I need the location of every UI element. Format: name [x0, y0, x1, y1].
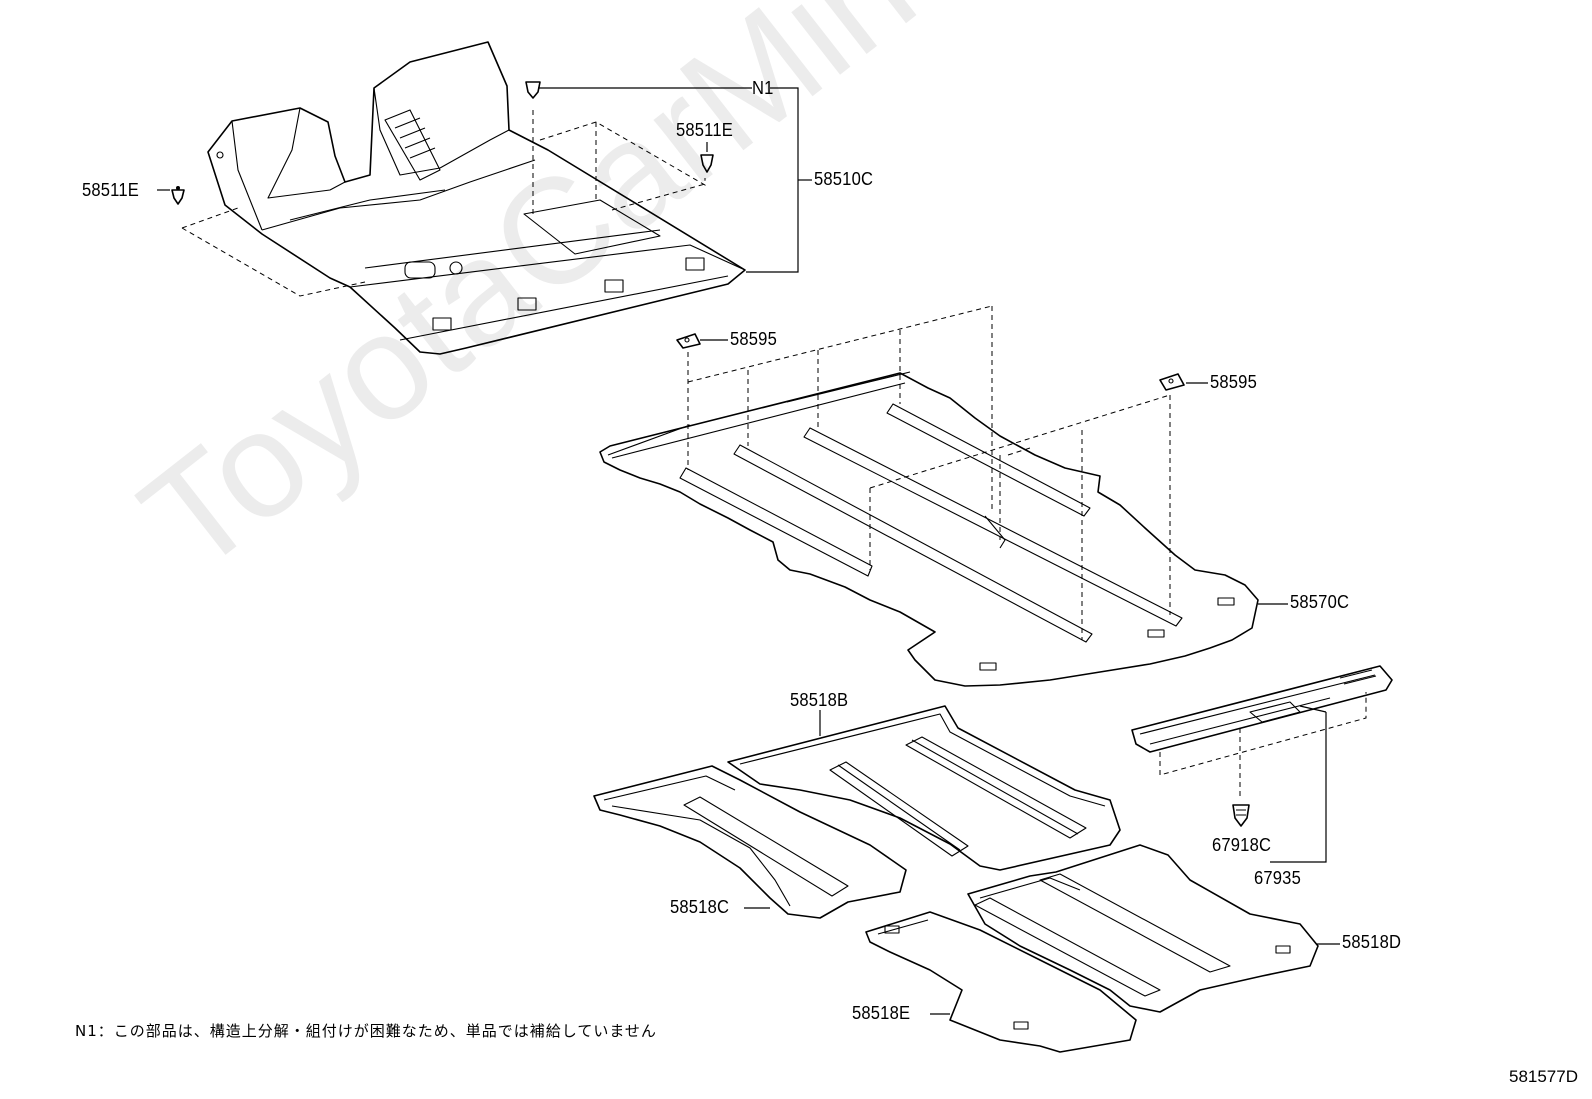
callout-58518e[interactable]: 58518E — [852, 1003, 911, 1023]
callout-n1[interactable]: N1 — [752, 78, 774, 98]
clip-67918c[interactable] — [1232, 804, 1250, 827]
floor-panel-58518b[interactable] — [727, 705, 1121, 871]
floor-panel-58518e[interactable] — [865, 911, 1137, 1053]
callout-58518b[interactable]: 58518B — [790, 690, 849, 710]
figure-code: 581577D — [1508, 1067, 1578, 1086]
rear-floor-carpet-part[interactable] — [599, 371, 1259, 687]
callout-67918c[interactable]: 67918C — [1212, 835, 1272, 855]
floor-panel-58518c[interactable] — [593, 765, 907, 919]
front-floor-carpet-part[interactable] — [207, 41, 746, 355]
clip-58595-right[interactable] — [1159, 373, 1185, 391]
callout-58518d[interactable]: 58518D — [1342, 932, 1402, 952]
scuff-plate-part[interactable] — [1131, 665, 1393, 753]
callout-58511e-right[interactable]: 58511E — [676, 120, 733, 140]
callout-58595-right[interactable]: 58595 — [1210, 372, 1257, 392]
callout-67935[interactable]: 67935 — [1254, 868, 1301, 888]
callout-58595-left[interactable]: 58595 — [730, 329, 777, 349]
floor-panel-58518d[interactable] — [967, 844, 1319, 1013]
callout-58511e-left[interactable]: 58511E — [82, 180, 139, 200]
callout-58510c[interactable]: 58510C — [814, 169, 874, 189]
clip-58595-left[interactable] — [676, 333, 701, 349]
callout-58518c[interactable]: 58518C — [670, 897, 730, 917]
footnote: N1：この部品は、構造上分解・組付けが困難なため、単品では補給していません — [75, 1022, 657, 1040]
clip-n1[interactable] — [525, 81, 541, 99]
clip-58511e-right[interactable] — [700, 154, 714, 173]
callout-58570c[interactable]: 58570C — [1290, 592, 1350, 612]
clip-58511e-left[interactable] — [171, 186, 185, 205]
